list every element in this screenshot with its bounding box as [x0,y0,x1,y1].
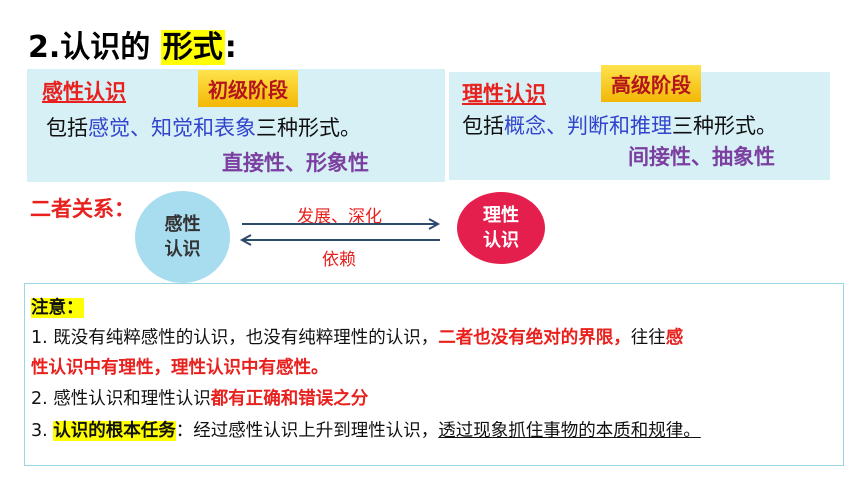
rational-circle: 理性认识 [457,192,545,264]
rational-label: 理性认识 [462,82,546,106]
rational-forms-list: 概念、判断和推理 [504,114,672,138]
perceptual-forms: 包括感觉、知觉和表象三种形式。 [46,112,361,142]
note-2: 2. 感性认识和理性认识都有正确和错误之分 [31,385,368,410]
note-3: 3. 认识的根本任务：经过感性认识上升到理性认识，透过现象抓住事物的本质和规律。 [31,417,701,442]
note-3-c: ：经过感性认识上升到理性认识， [175,421,439,441]
notes-heading: 注意： [31,294,84,319]
rational-stage-badge: 高级阶段 [601,65,701,102]
notes-heading-text: 注意： [31,298,84,318]
note-3-b: 认识的根本任务 [53,421,176,441]
relation-arrows [239,218,441,246]
rational-circle-line1: 理性 [483,205,519,226]
perceptual-forms-pre: 包括 [46,116,88,140]
note-1-a: 1. 既没有纯粹感性的认识，也没有纯粹理性的认识， [31,328,439,348]
forward-label: 发展、深化 [297,207,382,227]
notes-box: 注意： 1. 既没有纯粹感性的认识，也没有纯粹理性的认识，二者也没有绝对的界限，… [24,283,844,466]
perceptual-circle-line2: 认识 [164,239,201,260]
note-1-line-1: 1. 既没有纯粹感性的认识，也没有纯粹理性的认识，二者也没有绝对的界限，往往感 [31,324,683,349]
note-1-line-2: 性认识中有理性，理性认识中有感性。 [31,354,329,379]
note-3-d: 透过现象抓住事物的本质和规律。 [438,421,701,441]
note-1-b: 二者也没有绝对的界限， [438,328,631,348]
perceptual-circle: 感性认识 [135,191,230,283]
rational-traits: 间接性、抽象性 [628,145,775,169]
rational-forms-post: 三种形式。 [672,114,777,138]
note-3-a: 3. [31,421,54,441]
perceptual-traits: 直接性、形象性 [222,151,369,175]
perceptual-stage-badge: 初级阶段 [198,70,298,107]
perceptual-label: 感性认识 [42,80,126,104]
rational-circle-line2: 认识 [483,230,519,251]
title-highlight: 形式 [160,30,225,65]
perceptual-forms-list: 感觉、知觉和表象 [88,116,256,140]
relation-label: 二者关系： [30,197,135,221]
page-title: 2.认识的 形式: [28,22,237,66]
note-2-a: 2. 感性认识和理性认识 [31,389,211,409]
forward-arrow [242,218,441,230]
title-suffix: : [224,30,237,65]
perceptual-forms-post: 三种形式。 [256,116,361,140]
note-2-b: 都有正确和错误之分 [210,389,369,409]
perceptual-circle-line1: 感性 [164,214,201,235]
rational-forms: 包括概念、判断和推理三种形式。 [462,110,777,140]
title-prefix: 2.认识的 [28,30,161,65]
rational-forms-pre: 包括 [462,114,504,138]
backward-arrow [239,234,440,246]
backward-label: 依赖 [322,250,356,270]
note-1-e: 性认识中有理性，理性认识中有感性。 [31,358,329,378]
note-1-d: 感 [665,328,684,348]
note-1-c: 往往 [630,328,666,348]
